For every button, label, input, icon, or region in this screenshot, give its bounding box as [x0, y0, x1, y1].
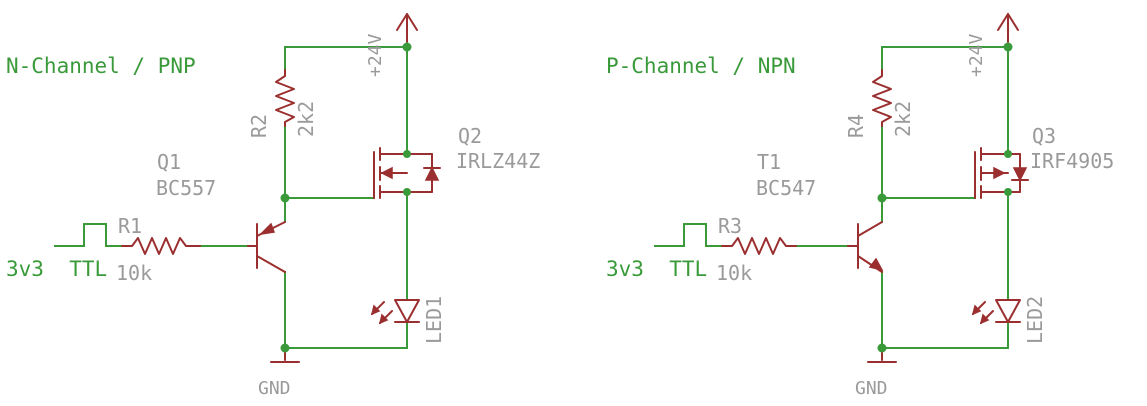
base-resistor: [121, 237, 201, 255]
circuit-title: P-Channel / NPN: [606, 54, 796, 78]
mosfet: [974, 147, 1029, 199]
transistor-part: BC547: [756, 176, 816, 200]
junction-dot: [403, 150, 411, 158]
pullup-resistor: [275, 69, 295, 127]
transistor: [847, 221, 884, 273]
resistor-ref: R2: [247, 114, 271, 138]
junction-dot: [402, 42, 412, 52]
mosfet: [373, 147, 441, 199]
base-resistor: [721, 237, 797, 255]
transistor-ref: Q1: [157, 150, 181, 174]
led-ref: LED2: [1023, 296, 1047, 344]
circuit-right: P-Channel / NPN +24V R4 2k2: [606, 13, 1114, 399]
mosfet-ref: Q2: [458, 124, 482, 148]
junction-dot: [877, 193, 887, 203]
junction-dot: [403, 188, 411, 196]
resistor-ref: R3: [718, 214, 742, 238]
circuit-left: N-Channel / PNP +24V R2 2k2: [6, 13, 540, 399]
resistor-value: 10k: [116, 261, 152, 285]
circuit-title: N-Channel / PNP: [6, 54, 196, 78]
supply-label: +24V: [966, 33, 987, 77]
led-ref: LED1: [422, 296, 446, 344]
transistor-ref: T1: [757, 150, 781, 174]
transistor: [247, 221, 286, 273]
led: [370, 299, 420, 325]
led: [971, 299, 1021, 325]
supply-arrow: [396, 13, 418, 43]
junction-dot: [1003, 42, 1013, 52]
junction-dot: [877, 343, 887, 353]
pullup-resistor: [872, 69, 892, 127]
transistor-part: BC557: [156, 176, 216, 200]
resistor-value: 10k: [716, 261, 752, 285]
junction-dot: [1004, 150, 1012, 158]
ground-label: GND: [855, 378, 888, 399]
input-label: 3v3 TTL: [606, 257, 707, 281]
mosfet-ref: Q3: [1032, 124, 1056, 148]
mosfet-part: IRLZ44Z: [456, 149, 540, 173]
resistor-ref: R4: [844, 114, 868, 138]
ground-label: GND: [258, 378, 291, 399]
junction-dot: [280, 193, 290, 203]
resistor-value: 2k2: [891, 101, 915, 137]
wires-left: [54, 46, 408, 349]
mosfet-part: IRF4905: [1030, 149, 1114, 173]
supply-label: +24V: [365, 33, 386, 77]
resistor-value: 2k2: [294, 101, 318, 137]
supply-arrow: [997, 13, 1019, 43]
input-label: 3v3 TTL: [6, 257, 107, 281]
junction-dot: [1004, 188, 1012, 196]
wires-right: [654, 46, 1009, 349]
resistor-ref: R1: [118, 214, 142, 238]
junction-dot: [280, 343, 290, 353]
